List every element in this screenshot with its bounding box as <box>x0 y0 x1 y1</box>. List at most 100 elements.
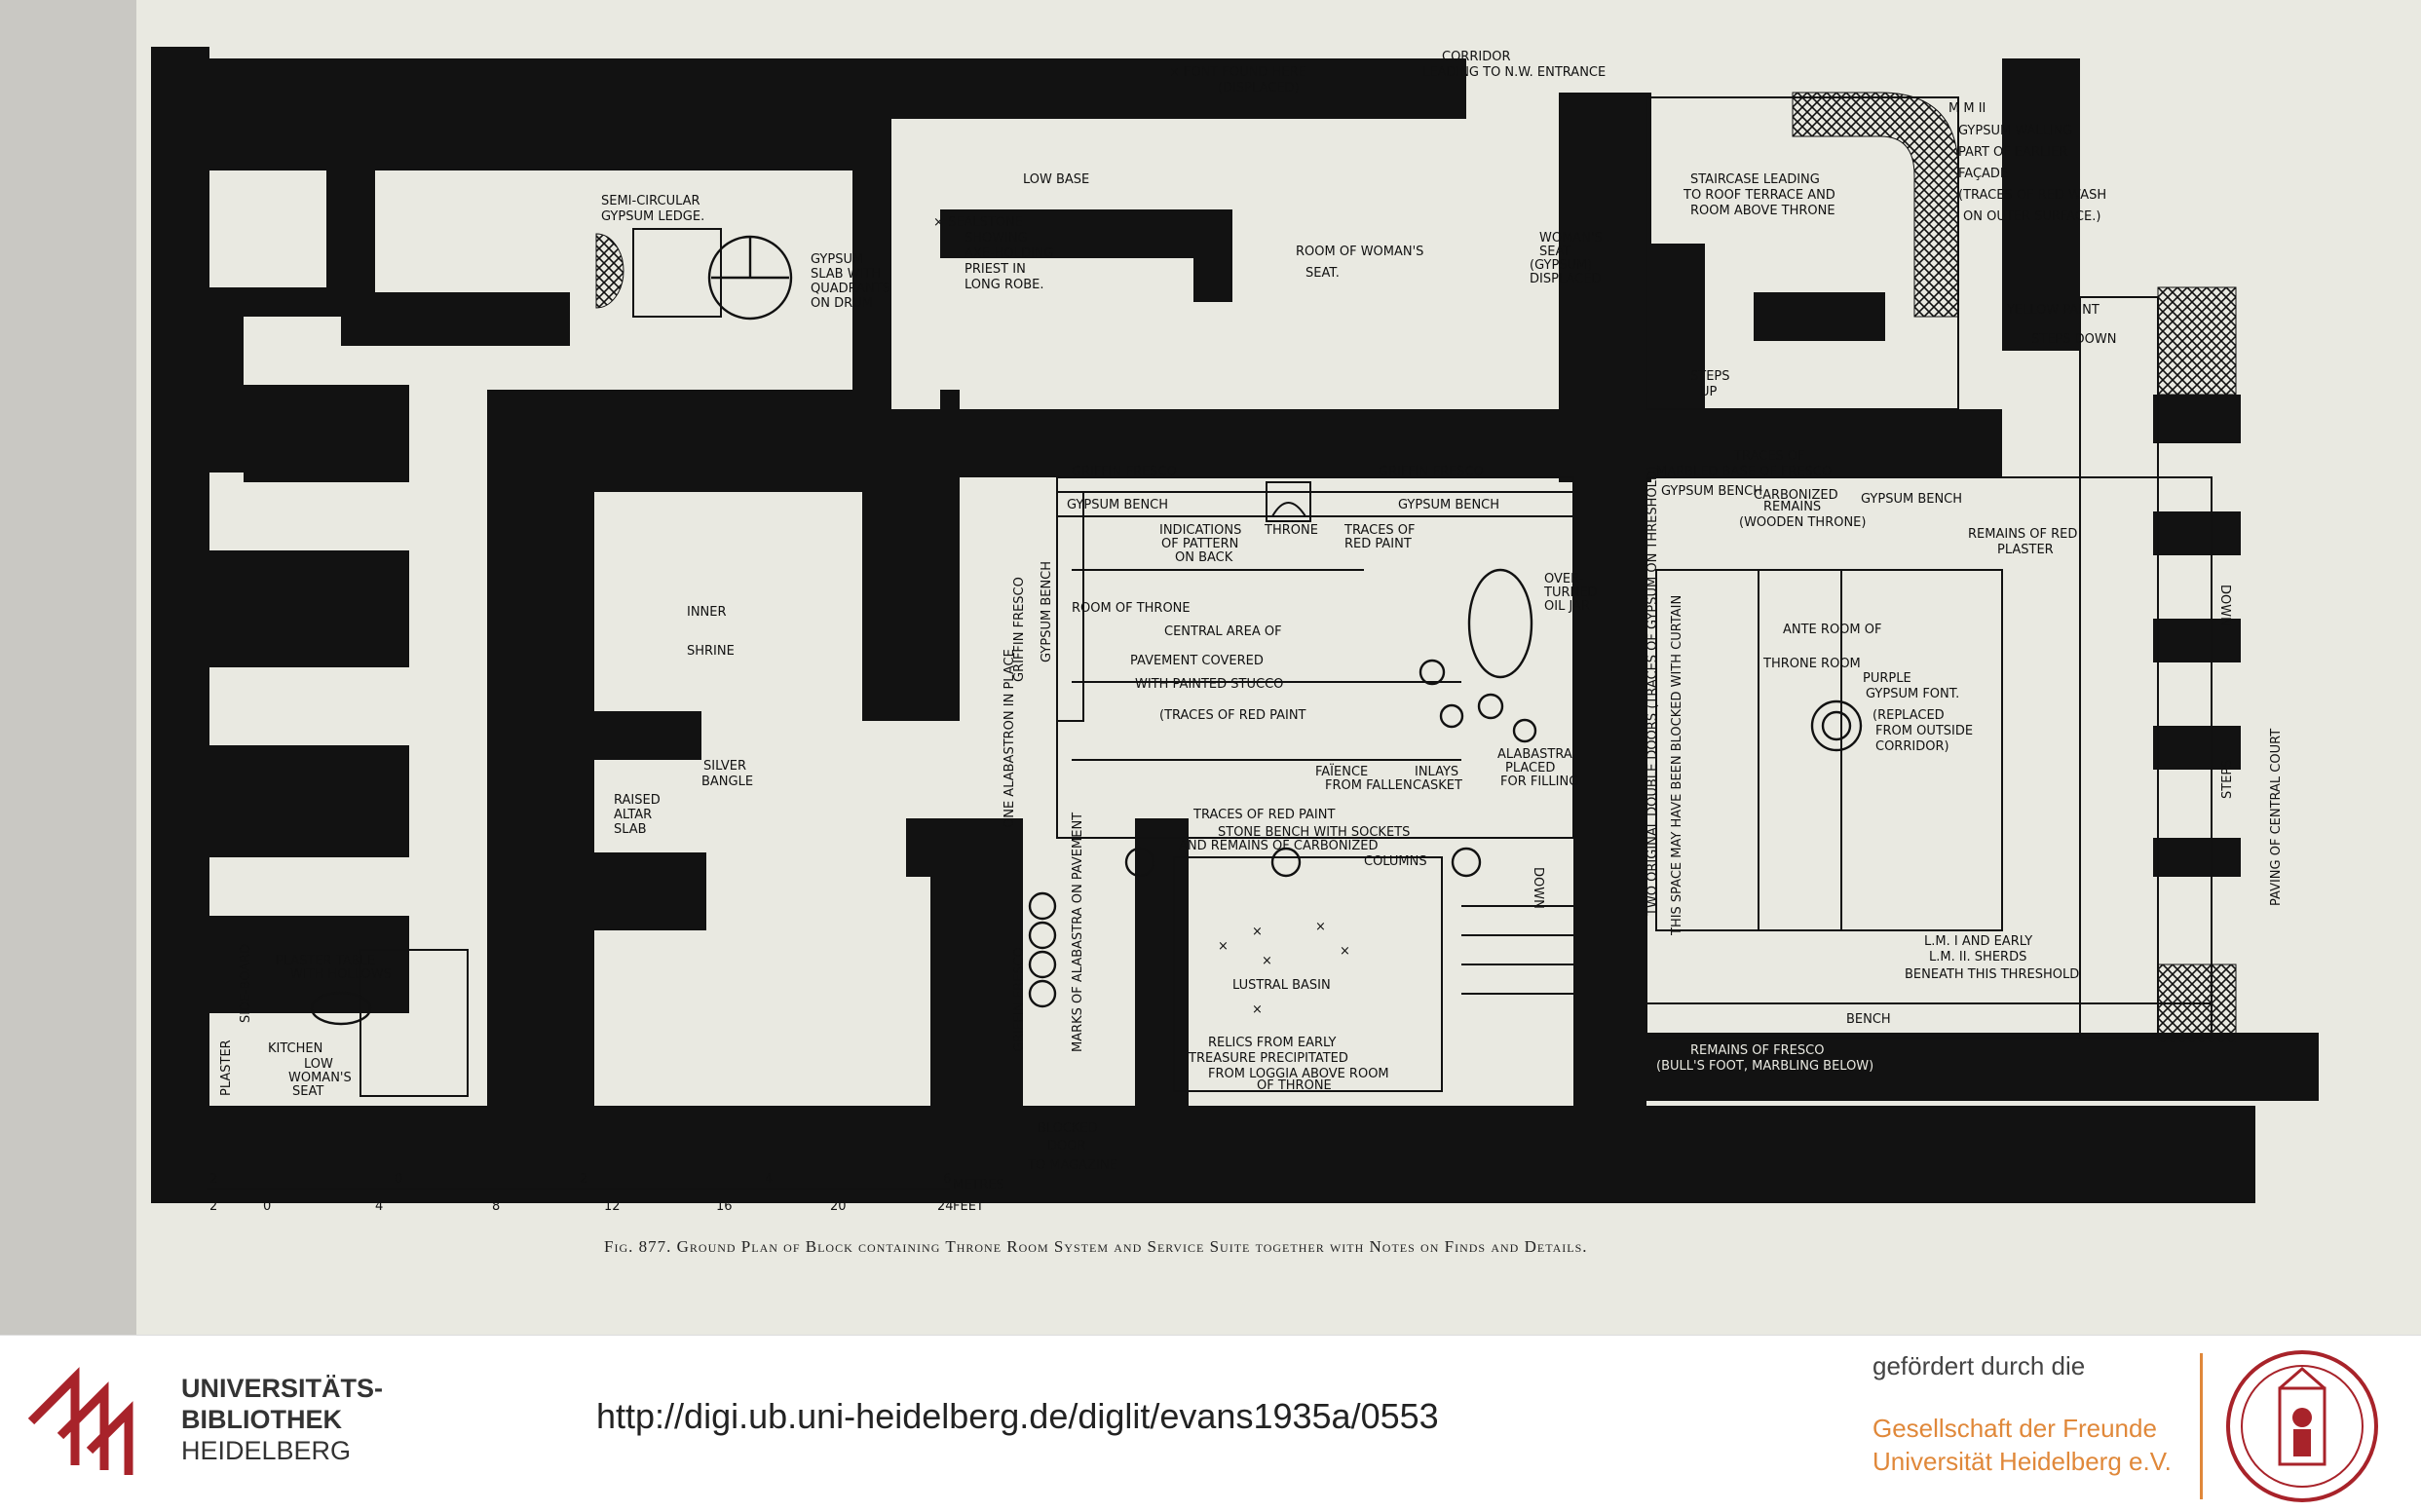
blocked-door-line2: DOOR <box>1047 1139 1086 1153</box>
central-area-line4: (TRACES OF RED PAINT <box>1159 708 1306 723</box>
steps-down-top-label: STEPS DOWN <box>2031 332 2116 347</box>
silver-bangle-line2: BANGLE <box>701 775 753 789</box>
indications-line3: ON BACK <box>1175 550 1233 565</box>
mm2-line4: FAÇADE <box>1958 167 2008 181</box>
plaster-table-line1: PLASTER TABLE <box>276 954 375 968</box>
note-displaced: (DISPLACED) <box>1218 81 1300 95</box>
purple-font-line2: GYPSUM FONT. <box>1866 687 1959 701</box>
bench-label: BENCH <box>1846 1012 1891 1027</box>
hatched-areas <box>595 92 2237 1043</box>
semicircular-line1: SEMI-CIRCULAR <box>601 194 700 208</box>
womans-seat-line4: DISPLACED <box>1530 272 1601 286</box>
faience-line1: FAÏENCE <box>1315 764 1368 779</box>
blocked-door-line1: BLOCKED <box>1038 1121 1098 1136</box>
down-label: DOWN <box>1531 867 1545 909</box>
mm2-line5: (TRACES OF RED WASH <box>1958 188 2106 203</box>
throne-label: THRONE <box>1264 523 1318 538</box>
relics-line1: RELICS FROM EARLY <box>1208 1036 1337 1050</box>
sponsor-line2: Universität Heidelberg e.V. <box>1872 1447 2172 1476</box>
traces-red-paint-line2: RED PAINT <box>1344 537 1412 551</box>
mm2-line2: GYPSUM WALLING <box>1958 124 2072 138</box>
ante-room-line2: THRONE ROOM <box>1762 657 1861 671</box>
womans-seat-line1: WOMAN'S <box>1539 231 1603 246</box>
low-base-label: LOW BASE <box>1023 172 1089 187</box>
remains-fresco-line2: (BULL'S FOOT, MARBLING BELOW) <box>1656 1059 1873 1074</box>
central-area-line1: CENTRAL AREA OF <box>1164 624 1282 639</box>
sealstone-line2: SHOWING <box>965 231 1028 246</box>
doorway-note: TWO ORIGINAL DOUBLE DOORS (TRACES OF GYP… <box>1646 466 1660 917</box>
remains-fresco-line1: REMAINS OF FRESCO <box>1690 1043 1824 1058</box>
yellow-paint-label: YELLOW PAINT <box>2006 303 2099 318</box>
side-board-label: SIDE-BOARD <box>239 944 253 1023</box>
library-name-line3: HEIDELBERG <box>181 1436 352 1465</box>
ante-room-line1: ANTE ROOM OF <box>1783 623 1881 637</box>
plan-labels: × FONT FOUND HERE (DISPLACED) CORRIDOR L… <box>219 50 2284 1173</box>
svg-text:×: × <box>1218 939 1229 954</box>
steps-vertical-label: STEPS <box>2220 760 2235 800</box>
svg-text:×: × <box>1252 925 1263 939</box>
griffin-fresco-left: GRIFFIN FRESCO <box>1072 465 1177 479</box>
figure-caption: Fig. 877. Ground Plan of Block containin… <box>604 1237 1588 1256</box>
relics-line4: OF THRONE <box>1257 1078 1332 1093</box>
purple-font-line3: (REPLACED <box>1872 708 1945 723</box>
steps-up-line1: STEPS <box>1690 369 1730 384</box>
raised-altar-line3: SLAB <box>614 822 647 837</box>
marks-alabastra-label: MARKS OF ALABASTRA ON PAVEMENT <box>1071 813 1085 1052</box>
room-womans-seat-line2: SEAT. <box>1305 266 1340 281</box>
low-womans-seat-line3: SEAT <box>292 1084 323 1099</box>
doorway-note-2: THIS SPACE MAY HAVE BEEN BLOCKED WITH CU… <box>1670 595 1684 936</box>
scale-f-6: 20 <box>830 1199 847 1214</box>
library-name-line1: UNIVERSITÄTS- <box>181 1374 384 1403</box>
scale-f-1: 0 <box>263 1199 271 1214</box>
indications-line2: OF PATTERN <box>1161 537 1238 551</box>
scale-f-5: 16 <box>716 1199 733 1214</box>
mm2-line6: ON OUTER SURFACE.) <box>1963 209 2100 224</box>
inner-shrine-line2: SHRINE <box>687 644 735 659</box>
oil-jar-line3: OIL JAR <box>1544 599 1590 614</box>
relics-line3: FROM LOGGIA ABOVE ROOM <box>1208 1067 1389 1081</box>
womans-seat-line3: (GYPSUM) <box>1530 258 1592 273</box>
footer-bar: UNIVERSITÄTS- BIBLIOTHEK HEIDELBERG http… <box>0 1335 2421 1512</box>
low-womans-seat-line1: LOW <box>304 1057 333 1072</box>
lustral-basin-marks: ××× ××× <box>1218 920 1350 1017</box>
mm2-line1: M M II <box>1948 101 1986 116</box>
sponsor-intro: gefördert durch die <box>1872 1351 2086 1380</box>
remains-red-plaster-line2: PLASTER <box>1997 543 2054 557</box>
scale-f-0: 2 <box>209 1199 217 1214</box>
traces-red-paint-2: TRACES OF RED PAINT <box>1192 808 1335 822</box>
inlays-line1: INLAYS <box>1415 765 1458 779</box>
purple-font-line1: PURPLE <box>1863 671 1911 686</box>
scale-feet-unit: FEET <box>953 1199 984 1214</box>
footer-divider <box>2200 1353 2203 1499</box>
alabastra-placed-line2: PLACED <box>1505 761 1555 775</box>
inlays-line2: CASKET <box>1413 778 1462 793</box>
stone-bench-line3: COLUMNS <box>1364 854 1427 869</box>
relics-line2: TREASURE PRECIPITATED <box>1188 1051 1348 1066</box>
gypsum-slab-line1: GYPSUM <box>811 252 863 267</box>
traces-red-paint-line1: TRACES OF <box>1343 523 1416 538</box>
mm2-line3: PART OF EARLIER <box>1958 145 2067 160</box>
silver-bangle-line1: SILVER <box>703 759 746 774</box>
svg-text:×: × <box>1262 954 1272 968</box>
scale-metres-unit: METRES <box>953 1178 1004 1192</box>
permalink-url[interactable]: http://digi.ub.uni-heidelberg.de/diglit/… <box>596 1396 1439 1436</box>
note-font-found: × FONT FOUND HERE <box>1169 65 1306 80</box>
plaster-vertical-label: PLASTER <box>219 1040 234 1096</box>
gypsum-bench-left: GYPSUM BENCH <box>1067 498 1168 512</box>
sealstone-line4: PRIEST IN <box>965 262 1026 277</box>
svg-text:×: × <box>1252 1002 1263 1017</box>
gypsum-bench-right: GYPSUM BENCH <box>1398 498 1499 512</box>
low-womans-seat-line2: WOMAN'S <box>288 1071 352 1085</box>
one-alabastron-label: ONE ALABASTRON IN PLACE <box>1002 649 1017 828</box>
throne-symbol <box>1266 481 1311 522</box>
library-name: UNIVERSITÄTS- BIBLIOTHEK HEIDELBERG <box>181 1373 383 1466</box>
traces-marbled-line2: MARBLED BASE OF FRESCO <box>1656 465 1832 479</box>
sealstone-line5: LONG ROBE. <box>965 278 1043 292</box>
sponsor-line1: Gesellschaft der Freunde <box>1872 1414 2157 1443</box>
traces-marbled-line1: TRACES OF <box>1733 449 1805 464</box>
gypsum-slab-line4: ON DRUM <box>811 296 873 311</box>
staircase-line1: STAIRCASE LEADING <box>1690 172 1820 187</box>
paving-label: PAVING OF CENTRAL COURT <box>2269 729 2284 906</box>
gypsum-bench-ante-left: GYPSUM BENCH <box>1661 484 1762 499</box>
purple-font-line4: FROM OUTSIDE <box>1875 724 1973 738</box>
